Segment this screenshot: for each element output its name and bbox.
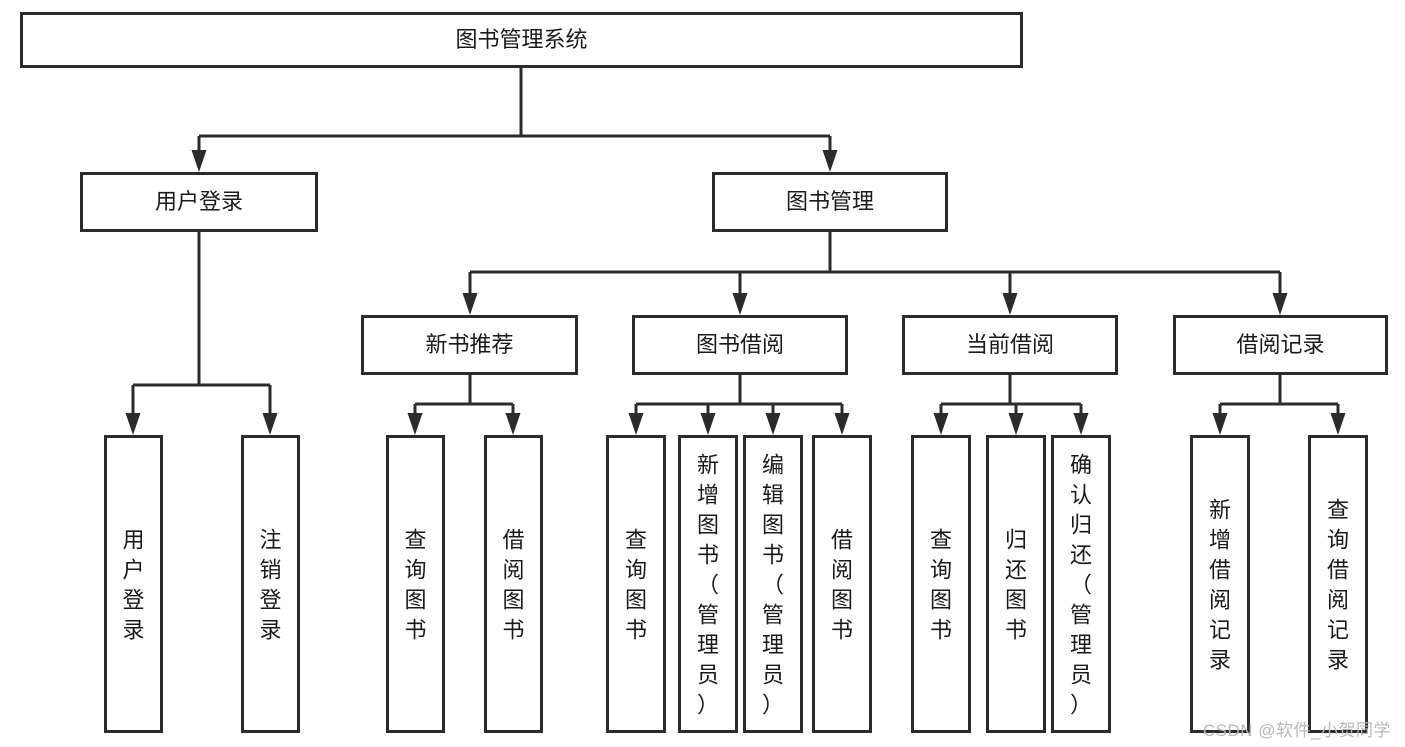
connector-conn-current-bus: [933, 375, 1089, 435]
connector-conn-borrow-bus: [628, 375, 850, 435]
node-label: 查询图书: [404, 527, 426, 642]
node-label: 新书推荐: [425, 332, 513, 357]
node-user-login[interactable]: 用户登录: [80, 172, 318, 232]
node-label: 当前借阅: [966, 332, 1054, 357]
node-label: 借阅图书: [502, 527, 524, 642]
node-label: 归还图书: [1005, 527, 1027, 642]
node-label: 图书管理系统: [455, 27, 587, 52]
node-root[interactable]: 图书管理系统: [20, 12, 1023, 68]
node-leaf-borrow-book-2[interactable]: 借阅图书: [812, 435, 872, 733]
watermark-label: CSDN @软件_小贺同学: [1202, 721, 1391, 740]
node-leaf-return-book[interactable]: 归还图书: [986, 435, 1046, 733]
node-leaf-edit-book-admin[interactable]: 编辑图书（管理员）: [743, 435, 803, 733]
node-leaf-query-book-3[interactable]: 查询图书: [911, 435, 971, 733]
node-leaf-query-borrow-record[interactable]: 查询借阅记录: [1308, 435, 1368, 733]
node-borrow-record[interactable]: 借阅记录: [1173, 315, 1388, 375]
node-label: 借阅记录: [1236, 332, 1324, 357]
node-leaf-add-book-admin[interactable]: 新增图书（管理员）: [678, 435, 738, 733]
node-label: 查询图书: [930, 527, 952, 642]
node-label: 用户登录: [122, 527, 144, 642]
node-label: 图书借阅: [696, 332, 784, 357]
node-label: 用户登录: [155, 189, 243, 214]
node-label: 注销登录: [259, 527, 281, 642]
node-label: 借阅图书: [831, 527, 853, 642]
node-label: 编辑图书（管理员）: [762, 452, 784, 717]
connector-conn-user-login-bus: [125, 232, 278, 435]
connector-conn-book-manage-bus: [462, 232, 1288, 315]
node-label: 查询借阅记录: [1327, 497, 1349, 672]
connector-layer: [125, 68, 1346, 435]
node-label: 新增图书（管理员）: [697, 452, 719, 717]
node-leaf-query-book-2[interactable]: 查询图书: [606, 435, 666, 733]
node-book-manage[interactable]: 图书管理: [712, 172, 948, 232]
connector-conn-root-bus: [191, 68, 838, 172]
node-label: 新增借阅记录: [1209, 497, 1231, 672]
node-label: 确认归还（管理员）: [1070, 452, 1092, 717]
node-layer: 图书管理系统用户登录图书管理新书推荐图书借阅当前借阅借阅记录用户登录注销登录查询…: [20, 12, 1388, 733]
connector-conn-record-bus: [1212, 375, 1346, 435]
node-leaf-add-borrow-record[interactable]: 新增借阅记录: [1190, 435, 1250, 733]
node-book-borrow[interactable]: 图书借阅: [632, 315, 848, 375]
node-new-book-recommend[interactable]: 新书推荐: [361, 315, 578, 375]
node-current-borrow[interactable]: 当前借阅: [902, 315, 1118, 375]
node-leaf-user-logout[interactable]: 注销登录: [241, 435, 300, 733]
node-label: 图书管理: [786, 189, 874, 214]
node-leaf-confirm-return-admin[interactable]: 确认归还（管理员）: [1051, 435, 1111, 733]
connector-conn-recommend-bus: [407, 375, 521, 435]
node-label: 查询图书: [625, 527, 647, 642]
node-leaf-query-book-1[interactable]: 查询图书: [386, 435, 445, 733]
node-leaf-user-login[interactable]: 用户登录: [104, 435, 163, 733]
node-leaf-borrow-book-1[interactable]: 借阅图书: [484, 435, 543, 733]
